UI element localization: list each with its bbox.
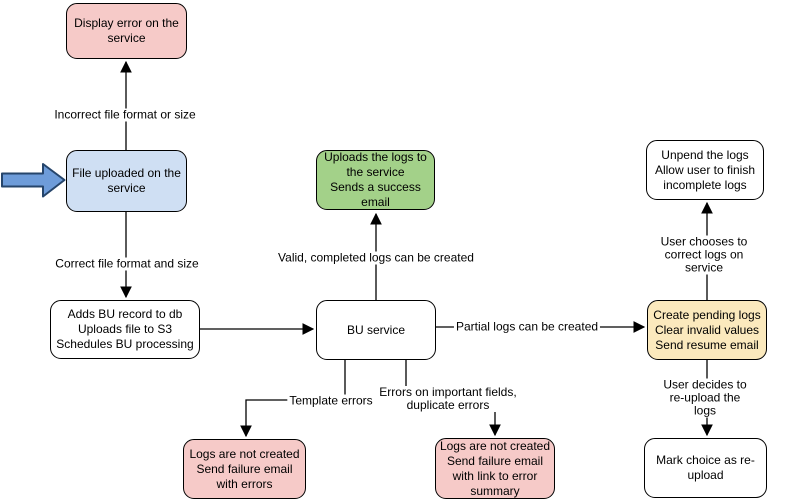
- node-unpend-logs: Unpend the logs Allow user to finish inc…: [646, 140, 764, 200]
- node-logs-not-created-summary: Logs are not created Send failure email …: [435, 438, 555, 499]
- edge-label-template-errors: Template errors: [287, 393, 375, 408]
- entry-arrow-icon: [1, 163, 66, 198]
- edge-label-partial-logs: Partial logs can be created: [453, 319, 601, 334]
- edge-label-incorrect-file-format: Incorrect file format or size: [52, 107, 198, 122]
- node-display-error: Display error on the service: [66, 3, 187, 59]
- node-logs-not-created-errors: Logs are not created Send failure email …: [183, 439, 306, 499]
- node-file-uploaded: File uploaded on the service: [66, 150, 187, 212]
- node-bu-service: BU service: [316, 300, 436, 360]
- edge-label-valid-completed-logs: Valid, completed logs can be created: [276, 250, 476, 265]
- edge-label-important-field-errors: Errors on important fields, duplicate er…: [377, 385, 519, 412]
- node-uploads-logs-success: Uploads the logs to the service Sends a …: [316, 150, 435, 210]
- node-mark-choice-reupload: Mark choice as re- upload: [644, 438, 767, 498]
- node-create-pending-logs: Create pending logs Clear invalid values…: [647, 300, 767, 360]
- edge-label-correct-file-format: Correct file format and size: [53, 256, 201, 271]
- edge-label-user-corrects-on-service: User chooses to correct logs on service: [655, 235, 753, 275]
- edge-label-user-reuploads: User decides to re-upload the logs: [657, 378, 753, 418]
- node-adds-bu-record: Adds BU record to db Uploads file to S3 …: [50, 300, 200, 359]
